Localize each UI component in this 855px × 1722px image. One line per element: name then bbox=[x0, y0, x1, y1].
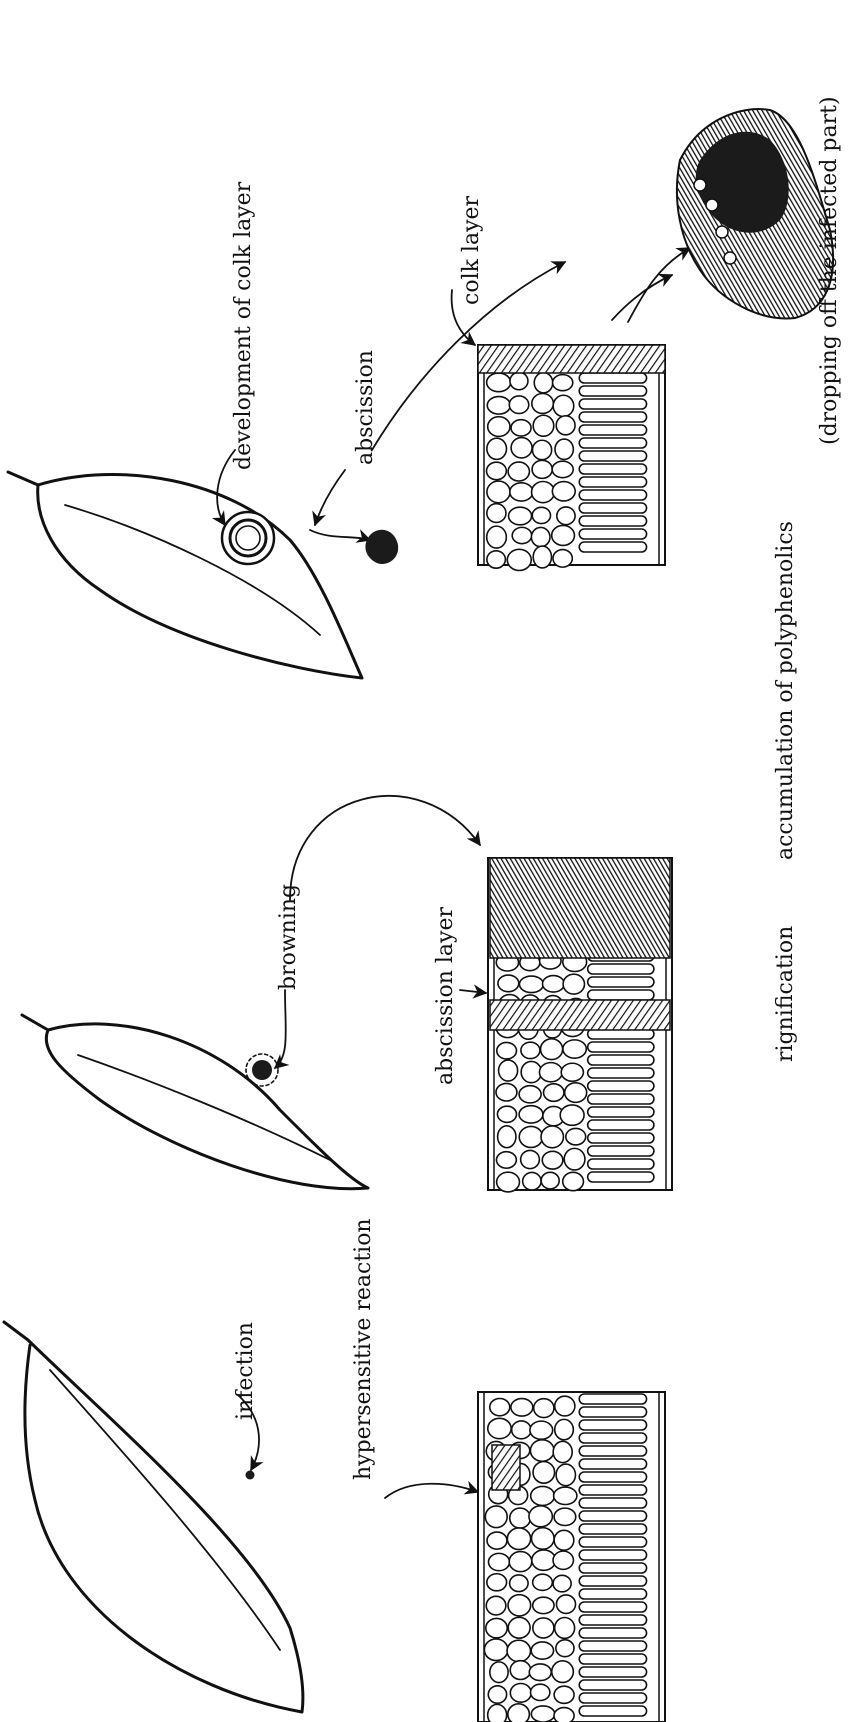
browning-label: browning bbox=[276, 884, 301, 990]
stage-infection: infection hypersensitive reaction bbox=[4, 1218, 665, 1722]
stage-colk-layer: development of colk layer abscission col… bbox=[8, 96, 842, 678]
tissue-cross-section-icon bbox=[488, 858, 672, 1192]
leaf-infected-icon bbox=[4, 1322, 303, 1712]
colk-layer-label: colk layer bbox=[459, 195, 484, 305]
dropping-off-label: (dropping off the infected part) bbox=[817, 96, 842, 445]
accumulation-of-polyphenolics-label: accumulation of polyphenolics bbox=[773, 521, 798, 860]
dropped-part-icon bbox=[365, 530, 398, 564]
hypersensitive-reaction-label: hypersensitive reaction bbox=[351, 1218, 376, 1480]
development-of-colk-layer-label: development of colk layer bbox=[231, 181, 256, 470]
dropped-infected-tissue-icon bbox=[677, 109, 833, 318]
infection-spot-icon bbox=[246, 1471, 255, 1480]
tissue-cross-section-icon bbox=[478, 345, 665, 570]
infection-label: infection bbox=[233, 1322, 258, 1420]
tissue-cross-section-icon bbox=[478, 1392, 665, 1722]
browning-to-tissue-arrow bbox=[290, 796, 480, 900]
browning-spot-icon bbox=[252, 1060, 272, 1080]
abscission-layer-label: abscission layer bbox=[433, 907, 458, 1085]
leaf-browning-icon bbox=[22, 990, 368, 1189]
rignification-label: rignification bbox=[773, 926, 798, 1062]
leaf-colk-layer-icon bbox=[8, 450, 362, 678]
stage-browning: browning abscission layer bbox=[22, 796, 672, 1192]
